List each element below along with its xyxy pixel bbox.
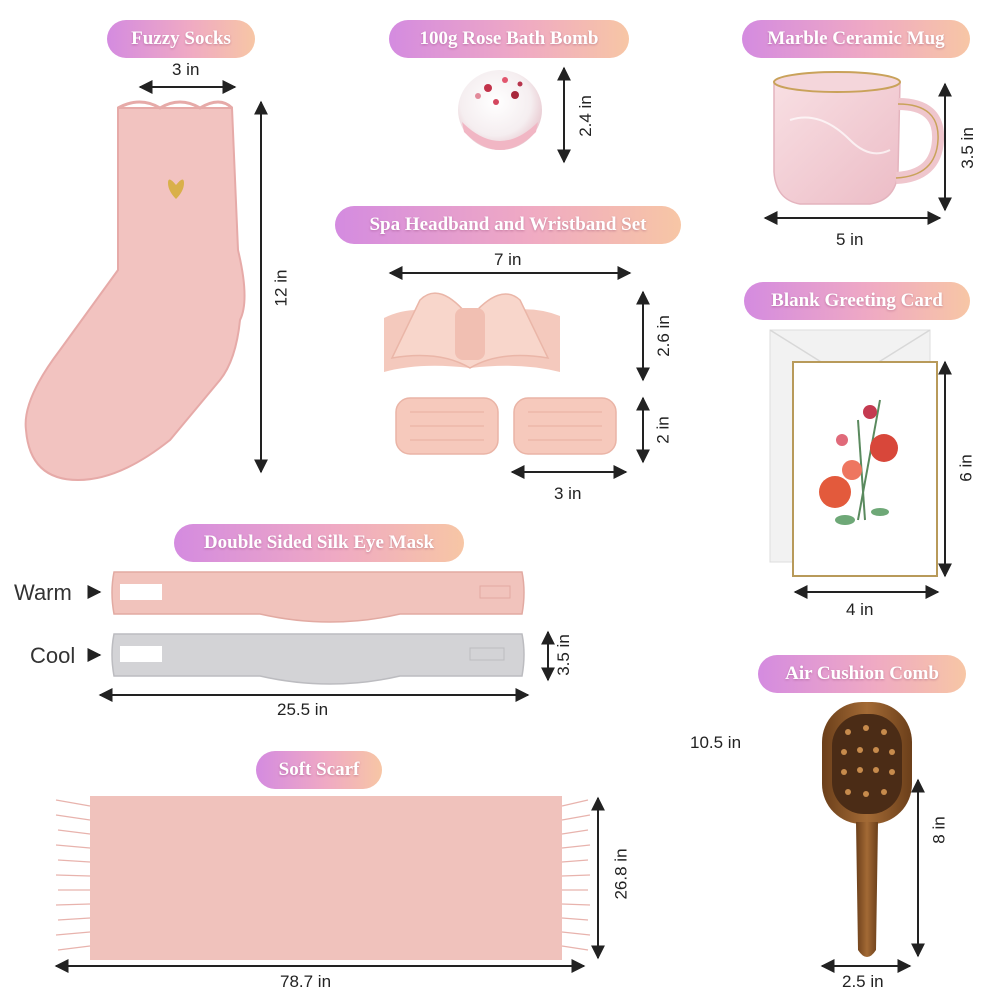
- headband-image: [384, 292, 560, 372]
- scarf-width-label: 78.7 in: [280, 972, 332, 991]
- heart-icon: [168, 179, 184, 199]
- greeting-card-image: [769, 329, 938, 577]
- scarf-image: [55, 796, 591, 960]
- mug-title: Marble Ceramic Mug: [742, 20, 970, 58]
- comb-height-label: 8 in: [929, 816, 949, 844]
- cool-label: Cool: [30, 643, 76, 668]
- bath-bomb-height-label: 2.4 in: [575, 95, 595, 137]
- warm-eye-mask-image: [111, 571, 525, 623]
- socks-height-label: 12 in: [271, 269, 291, 307]
- scarf-height-label: 26.8 in: [611, 848, 631, 900]
- warm-label: Warm: [14, 580, 72, 605]
- cool-eye-mask-image: [111, 633, 525, 685]
- wristbands-image: [395, 397, 617, 455]
- bath-bomb-title: 100g Rose Bath Bomb: [389, 20, 629, 58]
- comb-side-label: 10.5 in: [690, 733, 742, 752]
- spa-width-label: 7 in: [494, 250, 522, 269]
- socks-title: Fuzzy Socks: [107, 20, 255, 58]
- mug-image: [773, 71, 945, 205]
- mug-width-label: 5 in: [836, 230, 864, 249]
- comb-width-label: 2.5 in: [842, 972, 884, 991]
- greeting-card-title: Blank Greeting Card: [744, 282, 970, 320]
- spa-set-title: Spa Headband and Wristband Set: [335, 206, 681, 244]
- wristband-height-label: 2 in: [653, 416, 673, 444]
- eye-mask-width-label: 25.5 in: [277, 700, 329, 719]
- comb-image: [822, 702, 912, 957]
- socks-width-label: 3 in: [172, 60, 200, 79]
- scarf-title: Soft Scarf: [256, 751, 382, 789]
- card-width-label: 4 in: [846, 600, 874, 619]
- eye-mask-title: Double Sided Silk Eye Mask: [174, 524, 464, 562]
- eye-mask-height-label: 3.5 in: [553, 634, 573, 676]
- comb-title: Air Cushion Comb: [758, 655, 966, 693]
- mug-height-label: 3.5 in: [957, 127, 977, 169]
- bath-bomb-image: [458, 70, 542, 150]
- headband-height-label: 2.6 in: [653, 315, 673, 357]
- card-height-label: 6 in: [956, 454, 976, 482]
- fuzzy-socks-image: [24, 100, 246, 482]
- wristband-width-label: 3 in: [554, 484, 582, 503]
